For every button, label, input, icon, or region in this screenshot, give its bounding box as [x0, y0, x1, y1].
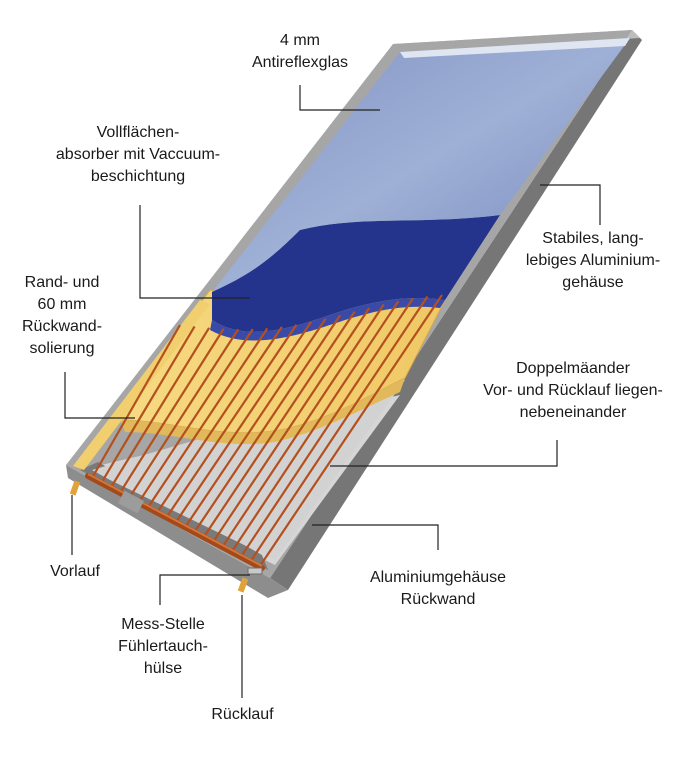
label-absorber-line-1: Vollflächen-: [96, 124, 180, 141]
meander-pipes: [91, 294, 443, 567]
connector-block: [118, 490, 144, 514]
label-sensor-line-1: Mess-Stelle: [121, 616, 205, 633]
meander-pipe-segment: [212, 307, 371, 543]
flow-connector: [69, 480, 81, 496]
label-back: Aluminiumgehäuse Rückwand: [358, 567, 518, 611]
label-meander-line-1: Doppelmäander: [516, 360, 630, 377]
meander-pipe-segment: [193, 314, 342, 533]
label-sensor-line-3: hülse: [143, 660, 183, 677]
glass-cover: [212, 38, 630, 292]
label-sensor-line-2: Fühlertauch-: [118, 638, 208, 655]
label-glass-line-1: 4 mm: [280, 32, 320, 49]
meander-pipe-segment: [175, 321, 312, 523]
meander-pipe-segment: [91, 324, 181, 479]
label-insulation-line-3: Rückwand-: [21, 318, 103, 335]
label-insulation-line-4: solierung: [29, 340, 95, 357]
meander-pipe-segment: [156, 326, 283, 513]
meander-pipe-segment: [147, 327, 269, 508]
label-absorber-line-2: absorber mit Vaccuum-: [55, 146, 221, 163]
meander-pipe-segment: [259, 294, 443, 567]
label-glass: 4 mm Antireflexglas: [245, 30, 355, 74]
meander-pipe-segment: [249, 295, 429, 562]
label-meander: Doppelmäander Vor- und Rücklauf liegen- …: [468, 358, 678, 424]
label-back-line-1: Aluminiumgehäuse: [369, 569, 507, 586]
leader-absorber: [139, 205, 250, 299]
meander-pipe-segment: [165, 324, 298, 518]
meander-pipe-segment: [128, 328, 240, 499]
leader-insulation: [64, 372, 135, 419]
label-meander-line-2: Vor- und Rücklauf liegen-: [483, 382, 663, 399]
label-glass-line-2: Antireflexglas: [251, 54, 349, 71]
label-return: Rücklauf: [195, 704, 290, 726]
meander-pipe-segment: [119, 328, 225, 494]
meander-pipe-segment: [100, 325, 196, 484]
label-flow-line-1: Vorlauf: [50, 563, 100, 580]
leader-housing: [540, 184, 601, 225]
label-housing-line-1: Stabiles, lang-: [542, 230, 644, 247]
meander-pipe-segment: [109, 327, 211, 489]
meander-pipe-segment: [137, 328, 254, 504]
sensor-sleeve: [247, 567, 263, 575]
label-sensor: Mess-Stelle Fühlertauch- hülse: [108, 614, 218, 680]
label-meander-line-3: nebeneinander: [519, 404, 627, 421]
label-absorber-line-3: beschichtung: [90, 168, 186, 185]
meander-pipe-segment: [221, 303, 385, 548]
label-housing-line-3: gehäuse: [562, 274, 624, 291]
label-housing-line-2: lebiges Aluminium-: [525, 252, 661, 269]
label-insulation-line-1: Rand- und: [24, 274, 100, 291]
label-return-line-1: Rücklauf: [211, 706, 274, 723]
label-absorber: Vollflächen- absorber mit Vaccuum- besch…: [38, 122, 238, 188]
meander-pipe-segment: [203, 311, 356, 538]
label-back-line-2: Rückwand: [400, 591, 476, 608]
return-connector: [237, 577, 249, 593]
leader-back: [312, 524, 439, 550]
leader-glass: [299, 85, 380, 111]
label-flow: Vorlauf: [30, 561, 120, 583]
label-insulation-line-2: 60 mm: [37, 296, 87, 313]
header-pipe: [85, 473, 265, 571]
leader-sensor: [159, 574, 250, 605]
leader-meander: [330, 440, 558, 467]
label-insulation: Rand- und 60 mm Rückwand- solierung: [2, 272, 122, 360]
meander-pipe-segment: [240, 297, 414, 557]
meander-pipe-segment: [184, 318, 327, 528]
label-housing: Stabiles, lang- lebiges Aluminium- gehäu…: [508, 228, 678, 294]
meander-pipe-segment: [231, 300, 400, 552]
